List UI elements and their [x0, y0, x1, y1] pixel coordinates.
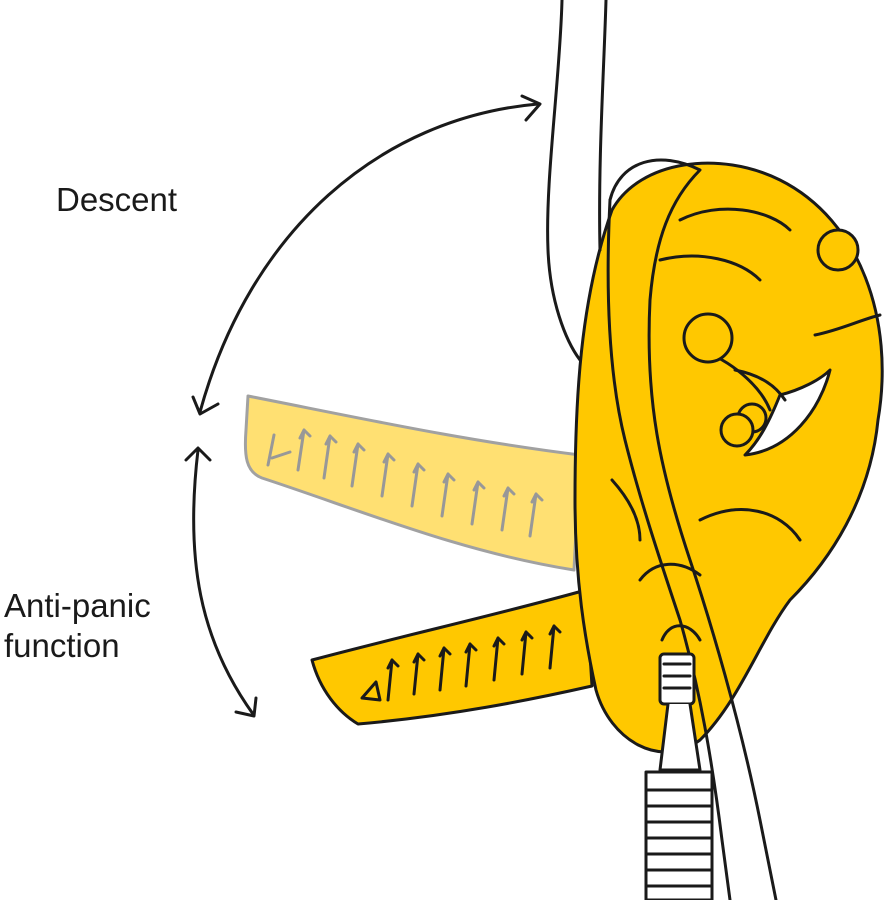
anti-panic-label-line2: function — [4, 626, 120, 664]
descent-label: Descent — [56, 181, 178, 218]
belay-device-body — [573, 161, 884, 754]
anti-panic-label-line1: Anti-panic — [4, 587, 151, 624]
anti-panic-arc-arrow-icon — [184, 446, 258, 718]
handle-active — [310, 588, 594, 726]
handle-ghost-position — [243, 394, 582, 572]
anti-panic-label: Anti-panic function — [4, 586, 151, 665]
rope — [546, 0, 778, 900]
descent-arc-arrow-icon — [191, 94, 542, 416]
carabiner — [644, 624, 714, 900]
